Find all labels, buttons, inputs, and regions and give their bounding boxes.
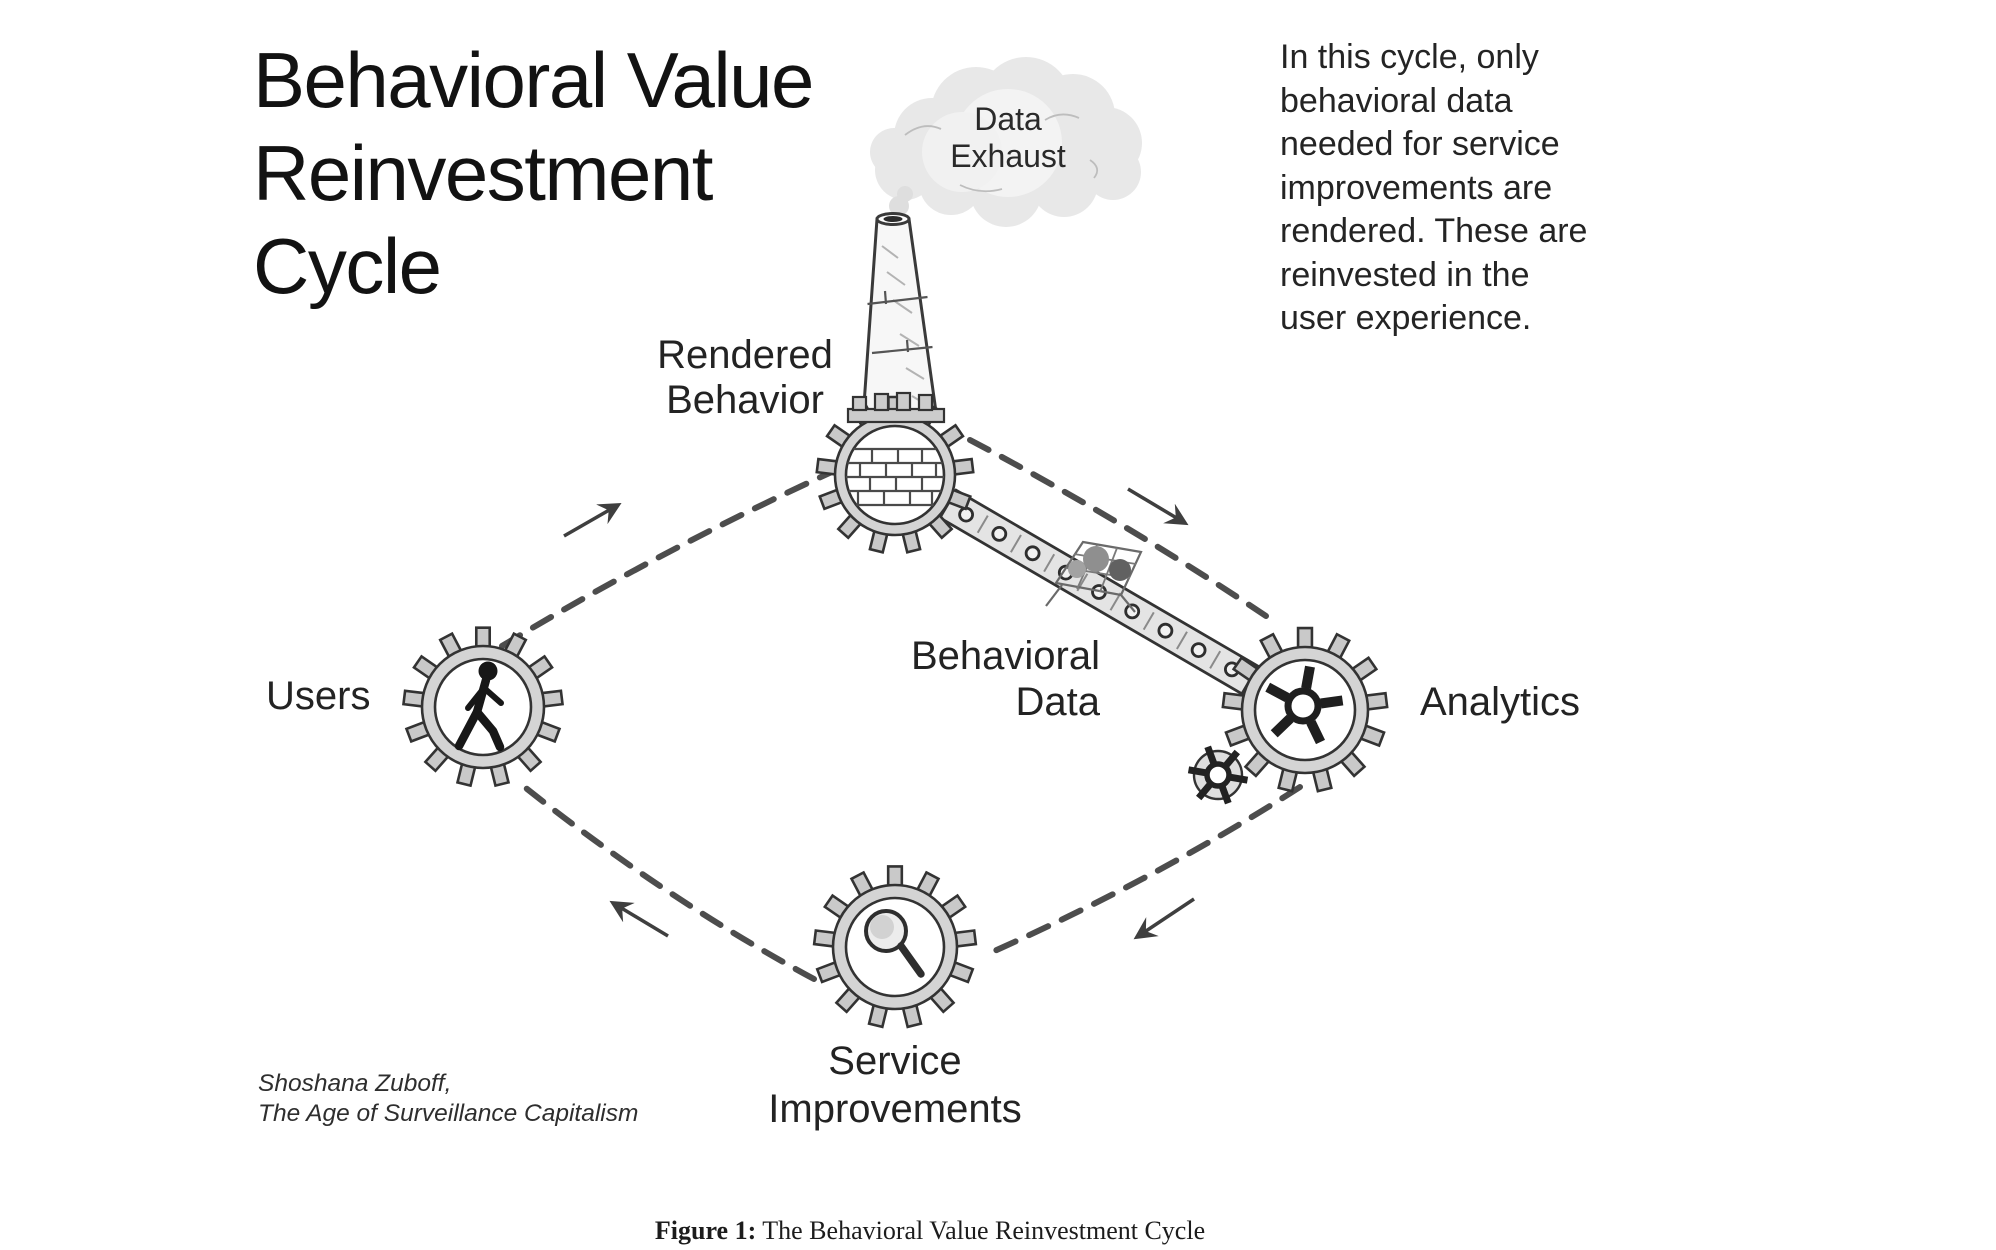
edge-rendered-to-analytics	[967, 437, 1269, 619]
magnifier-icon	[864, 909, 925, 978]
cycle-dashed-edges	[499, 437, 1303, 982]
attribution: Shoshana Zuboff, The Age of Surveillance…	[258, 1070, 639, 1127]
rendered-behavior-gear-icon	[817, 393, 973, 552]
cycle-direction-arrows	[563, 487, 1195, 940]
arrow-up-right-icon	[563, 502, 622, 538]
smoke-cloud-icon	[870, 57, 1142, 227]
caption-label: Figure 1:	[654, 1216, 757, 1245]
brick-wall-icon	[846, 447, 944, 507]
cycle-note: In this cycle, only behavioral data need…	[1280, 38, 1588, 337]
caption-text: The Behavioral Value Reinvestment Cycle	[756, 1216, 1206, 1245]
arrow-up-left-icon	[609, 900, 669, 938]
analytics-gear-icon	[1223, 628, 1387, 791]
label-analytics: Analytics	[1420, 680, 1581, 724]
label-service-improvements: Service Improvements	[768, 1039, 1022, 1131]
label-behavioral-data: Behavioral Data	[910, 634, 1100, 724]
sprocket-icon	[1265, 665, 1344, 745]
arrow-down-right-icon	[1127, 487, 1189, 526]
small-gear-icon	[1187, 745, 1249, 805]
edge-users-to-rendered	[499, 467, 839, 649]
service-gear-icon	[814, 866, 976, 1026]
edge-service-to-users	[514, 778, 817, 982]
label-users: Users	[266, 674, 371, 718]
edge-analytics-to-service	[987, 784, 1303, 956]
label-rendered-behavior: Rendered Behavior	[657, 333, 833, 422]
page-title: Behavioral Value Reinvestment Cycle	[253, 36, 814, 310]
walking-person-icon	[454, 661, 505, 752]
arrow-down-left-icon	[1133, 897, 1195, 940]
users-gear-icon	[403, 628, 562, 786]
data-cart-icon	[1045, 540, 1143, 613]
factory-parapet-icon	[846, 391, 946, 424]
figure-caption: Figure 1: The Behavioral Value Reinvestm…	[610, 1186, 1250, 1246]
label-data-exhaust: Data Exhaust	[950, 101, 1066, 174]
